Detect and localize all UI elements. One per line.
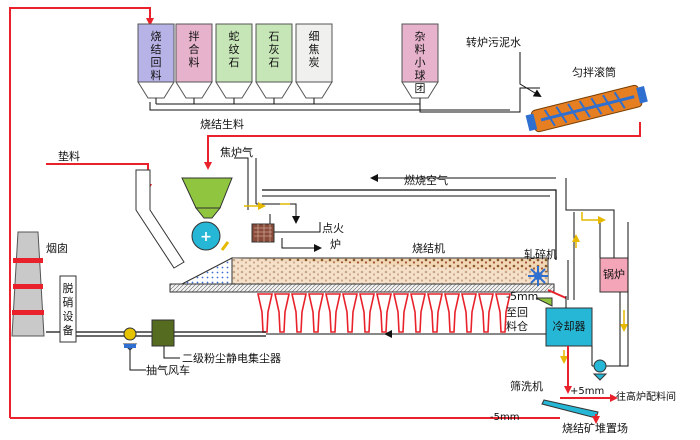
esp-unit [151, 319, 175, 347]
wind-box [461, 293, 477, 333]
chimney-label: 烟囱 [46, 241, 68, 255]
return-loop-line [9, 7, 560, 419]
exhaust-fan [122, 327, 138, 351]
screen-label: 筛洗机 [510, 379, 543, 393]
wind-box [342, 293, 358, 333]
hopper-misc-pellets-body: 杂料小球团 [401, 23, 439, 104]
raw-mix-line [204, 122, 641, 170]
hopper-row [149, 102, 510, 111]
vibrating-screen [541, 399, 599, 419]
denitration-label-2: 硝 [63, 296, 74, 309]
wind-box [393, 293, 409, 333]
hopper-cone [295, 81, 333, 99]
minus5-lower-label: -5mm [490, 412, 519, 423]
sinter-strand [169, 283, 555, 293]
hopper-body [255, 23, 293, 83]
coke-gas-label: 焦炉气 [220, 145, 253, 159]
hopper-fine-coke: 细焦炭 [295, 23, 333, 104]
hopper-body [295, 23, 333, 83]
chimney [11, 231, 45, 337]
bedding-line [46, 163, 152, 192]
plus5-label: +5mm [570, 386, 604, 397]
hopper-body [175, 23, 213, 83]
hopper-body [215, 23, 253, 83]
return-bin-label-1: 至回 [506, 306, 528, 319]
hopper-mixed-material: 拌合料 [175, 23, 213, 104]
wind-box [308, 293, 324, 333]
hopper-label: 拌合料 [189, 29, 200, 69]
wind-box [291, 293, 307, 333]
converter-sludge-label: 转炉污泥水 [466, 35, 521, 49]
wind-box [495, 293, 511, 333]
sludge-line [519, 52, 542, 98]
esp-label: 二级粉尘静电集尘器 [182, 351, 281, 365]
cooler [545, 307, 593, 347]
combustion-air-label: 燃烧空气 [404, 173, 448, 187]
bedding-label: 垫料 [58, 149, 80, 163]
hopper-serpentine: 蛇纹石 [215, 23, 253, 104]
hopper-limestone: 石灰石 [255, 23, 293, 104]
feed-hopper: + [181, 177, 233, 251]
hopper-label: 石灰石 [269, 30, 280, 69]
hopper-body [137, 23, 175, 83]
ignition-furnace [251, 223, 275, 243]
plus-icon: + [200, 229, 212, 245]
mixer-drum [525, 84, 648, 133]
drum-feeder [191, 221, 221, 251]
hopper-label: 杂料小球团 [415, 30, 426, 95]
hopper-cone [401, 81, 439, 99]
bedding-layer [181, 257, 233, 285]
wind-box [427, 293, 443, 333]
minus5-upper-label: -5mm [506, 290, 538, 303]
ignition-label-1: 点火 [322, 222, 344, 235]
wind-box [359, 293, 375, 333]
hopper-body [401, 23, 439, 83]
hopper-sinter-return: 烧结回料 [137, 23, 175, 104]
sinter-yard-label: 烧结矿堆置场 [562, 421, 628, 435]
crusher-label: 轧碎机 [524, 247, 557, 261]
hopper-label: 蛇纹石 [229, 29, 240, 69]
hopper-misc-pellets: 杂料小球团 [401, 23, 439, 104]
return-bin-label-2: 料仓 [506, 319, 528, 333]
wind-boxes [257, 293, 511, 333]
wind-box [257, 293, 273, 333]
wind-box [444, 293, 460, 333]
ignition-label-2: 炉 [330, 238, 341, 251]
hopper-cone [175, 81, 213, 99]
bedding-hopper [135, 169, 185, 269]
hopper-cone [255, 81, 293, 99]
wind-box [478, 293, 494, 333]
denitration-label-3: 设 [63, 310, 74, 323]
hopper-label: 烧结回料 [151, 30, 162, 82]
crusher [528, 266, 548, 286]
raw-mix-label: 烧结生料 [200, 117, 244, 131]
denitration-label-4: 备 [63, 323, 74, 337]
misc-feed-line [419, 87, 540, 113]
hoppers: 烧结回料 拌合料 蛇纹石 石灰石 细焦炭 [137, 23, 420, 105]
hopper-label: 细焦炭 [309, 30, 320, 69]
cooler-label: 冷却器 [553, 320, 586, 333]
mixer-drum-label: 匀拌滚筒 [572, 65, 616, 79]
sinter-machine-label: 烧结机 [412, 241, 445, 255]
exhaust-fan-label: 抽气风车 [146, 363, 190, 377]
wind-box [325, 293, 341, 333]
wind-box [274, 293, 290, 333]
boiler-label: 锅炉 [603, 268, 625, 281]
cooler-fan [593, 359, 607, 373]
wind-box [376, 293, 392, 333]
blast-furnace-label: 往高炉配料间 [616, 390, 676, 403]
wind-box [410, 293, 426, 333]
denitration-unit [59, 275, 77, 343]
hopper-cone [137, 81, 175, 99]
denitration-label-1: 脱 [63, 281, 74, 295]
hopper-cone [215, 81, 253, 99]
